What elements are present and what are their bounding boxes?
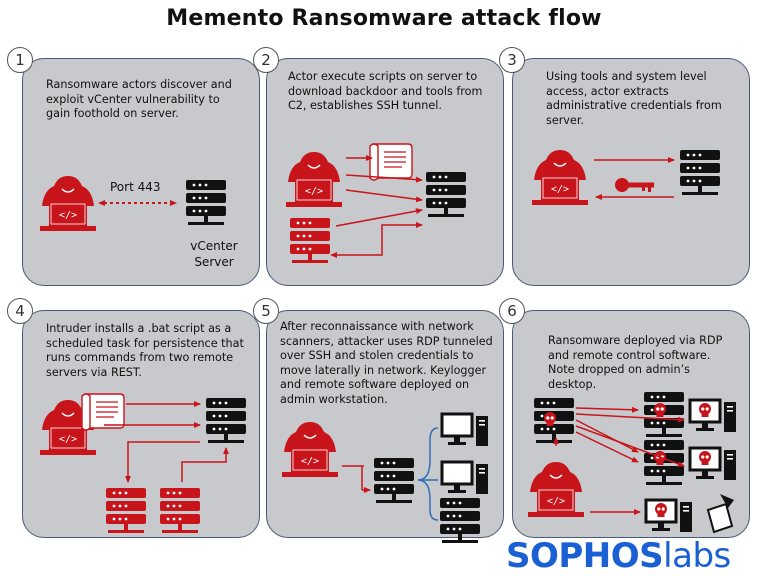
step-2-text: Actor execute scripts on server to downl… bbox=[288, 70, 483, 112]
step-5-text: After reconnaissance with network scanne… bbox=[280, 320, 493, 406]
server-icon bbox=[374, 458, 414, 503]
hacker-icon bbox=[527, 461, 585, 518]
remote-server-icon bbox=[106, 488, 146, 533]
hacker-icon bbox=[39, 175, 97, 232]
key-icon bbox=[615, 178, 654, 192]
script-scroll-icon bbox=[369, 143, 413, 181]
step-5-number: 5 bbox=[253, 298, 279, 324]
workstation-icon bbox=[440, 412, 490, 448]
vcenter-label: vCenter Server bbox=[190, 239, 238, 269]
skull-icon bbox=[544, 412, 556, 426]
hacker-icon bbox=[285, 151, 343, 208]
infected-server-icon bbox=[644, 392, 684, 437]
diagram-title: Memento Ransomware attack flow bbox=[166, 6, 602, 31]
step-1-number: 1 bbox=[7, 47, 33, 73]
port-label: Port 443 bbox=[110, 180, 161, 194]
step-4-text: Intruder installs a .bat script as a sch… bbox=[46, 322, 244, 379]
ransom-note-icon bbox=[706, 494, 734, 534]
server-icon bbox=[206, 398, 246, 443]
step-4-number: 4 bbox=[7, 298, 33, 324]
server-icon bbox=[440, 498, 480, 543]
server-icon bbox=[680, 150, 720, 195]
step-1-text: Ransomware actors discover and exploit v… bbox=[46, 78, 232, 120]
vcenter-server-icon bbox=[186, 180, 226, 225]
hacker-icon bbox=[531, 149, 589, 206]
c2-server-icon bbox=[290, 218, 330, 263]
step-3-text: Using tools and system level access, act… bbox=[546, 70, 722, 127]
step-6-number: 6 bbox=[499, 298, 525, 324]
infected-workstation-icon bbox=[688, 446, 738, 482]
server-icon bbox=[426, 172, 466, 217]
hacker-icon bbox=[281, 421, 339, 478]
step-2-number: 2 bbox=[253, 47, 279, 73]
step-1-panel bbox=[22, 58, 260, 286]
infected-workstation-icon bbox=[688, 398, 738, 434]
step-6-text: Ransomware deployed via RDP and remote c… bbox=[548, 334, 723, 391]
infected-server-icon bbox=[644, 440, 684, 485]
remote-server-icon bbox=[160, 488, 200, 533]
workstation-icon bbox=[440, 460, 490, 496]
sophos-labs-logo: SOPHOSlabs bbox=[506, 536, 731, 576]
step-3-number: 3 bbox=[499, 47, 525, 73]
admin-workstation-icon bbox=[644, 498, 694, 534]
